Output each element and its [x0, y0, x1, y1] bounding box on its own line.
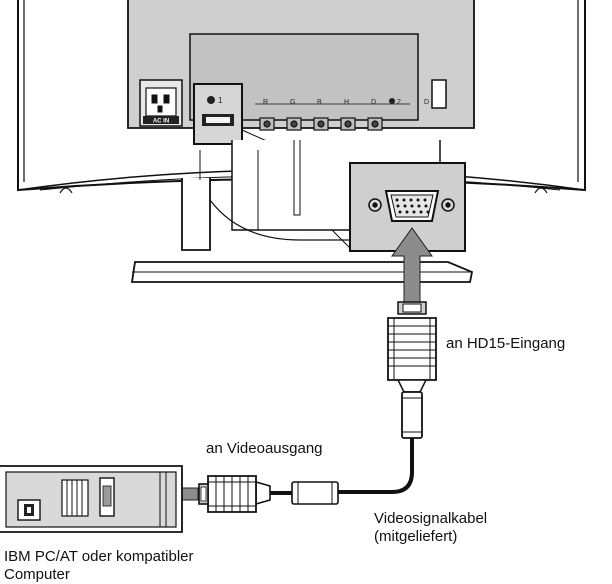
- cable-label-line1: Videosignalkabel: [374, 510, 488, 527]
- bnc-label-g: G: [290, 99, 295, 106]
- bnc-g: [286, 117, 302, 131]
- video-output-label: an Videoausgang: [206, 440, 323, 457]
- panel-slot: [431, 79, 447, 109]
- ac-in-socket: AC IN: [139, 79, 183, 127]
- side-letter-label: D: [424, 99, 429, 106]
- input-2-label: 2: [397, 99, 401, 106]
- hd15-zoom-box: [349, 162, 466, 252]
- cable-label-line2: (mitgeliefert): [374, 528, 458, 545]
- bnc-b: [313, 117, 329, 131]
- bnc-label-d: D: [371, 99, 376, 106]
- connect-up-arrow: [391, 227, 433, 303]
- input-1-port: 1: [193, 83, 243, 145]
- computer-label-line2: Computer: [4, 566, 70, 583]
- bnc-d: [367, 117, 383, 131]
- bnc-r: [259, 117, 275, 131]
- computer-side-plug: [198, 475, 339, 513]
- input-1-label: 1: [218, 96, 223, 105]
- hd15-cable-plug: [387, 301, 437, 439]
- bnc-label-h: H: [344, 99, 349, 106]
- computer: [0, 465, 183, 533]
- hd15-input-label: an HD15-Eingang: [446, 335, 566, 352]
- bnc-labels: R G B H D 2 D: [263, 98, 429, 106]
- bnc-label-b: B: [317, 99, 322, 106]
- bnc-connectors: [255, 103, 410, 131]
- hd15-port-zoom: [368, 190, 455, 222]
- video-cable: [300, 438, 414, 494]
- bnc-label-r: R: [263, 99, 268, 106]
- ac-in-label: AC IN: [153, 119, 169, 125]
- bnc-h: [340, 117, 356, 131]
- computer-label-line1: IBM PC/AT oder kompatibler: [4, 548, 194, 565]
